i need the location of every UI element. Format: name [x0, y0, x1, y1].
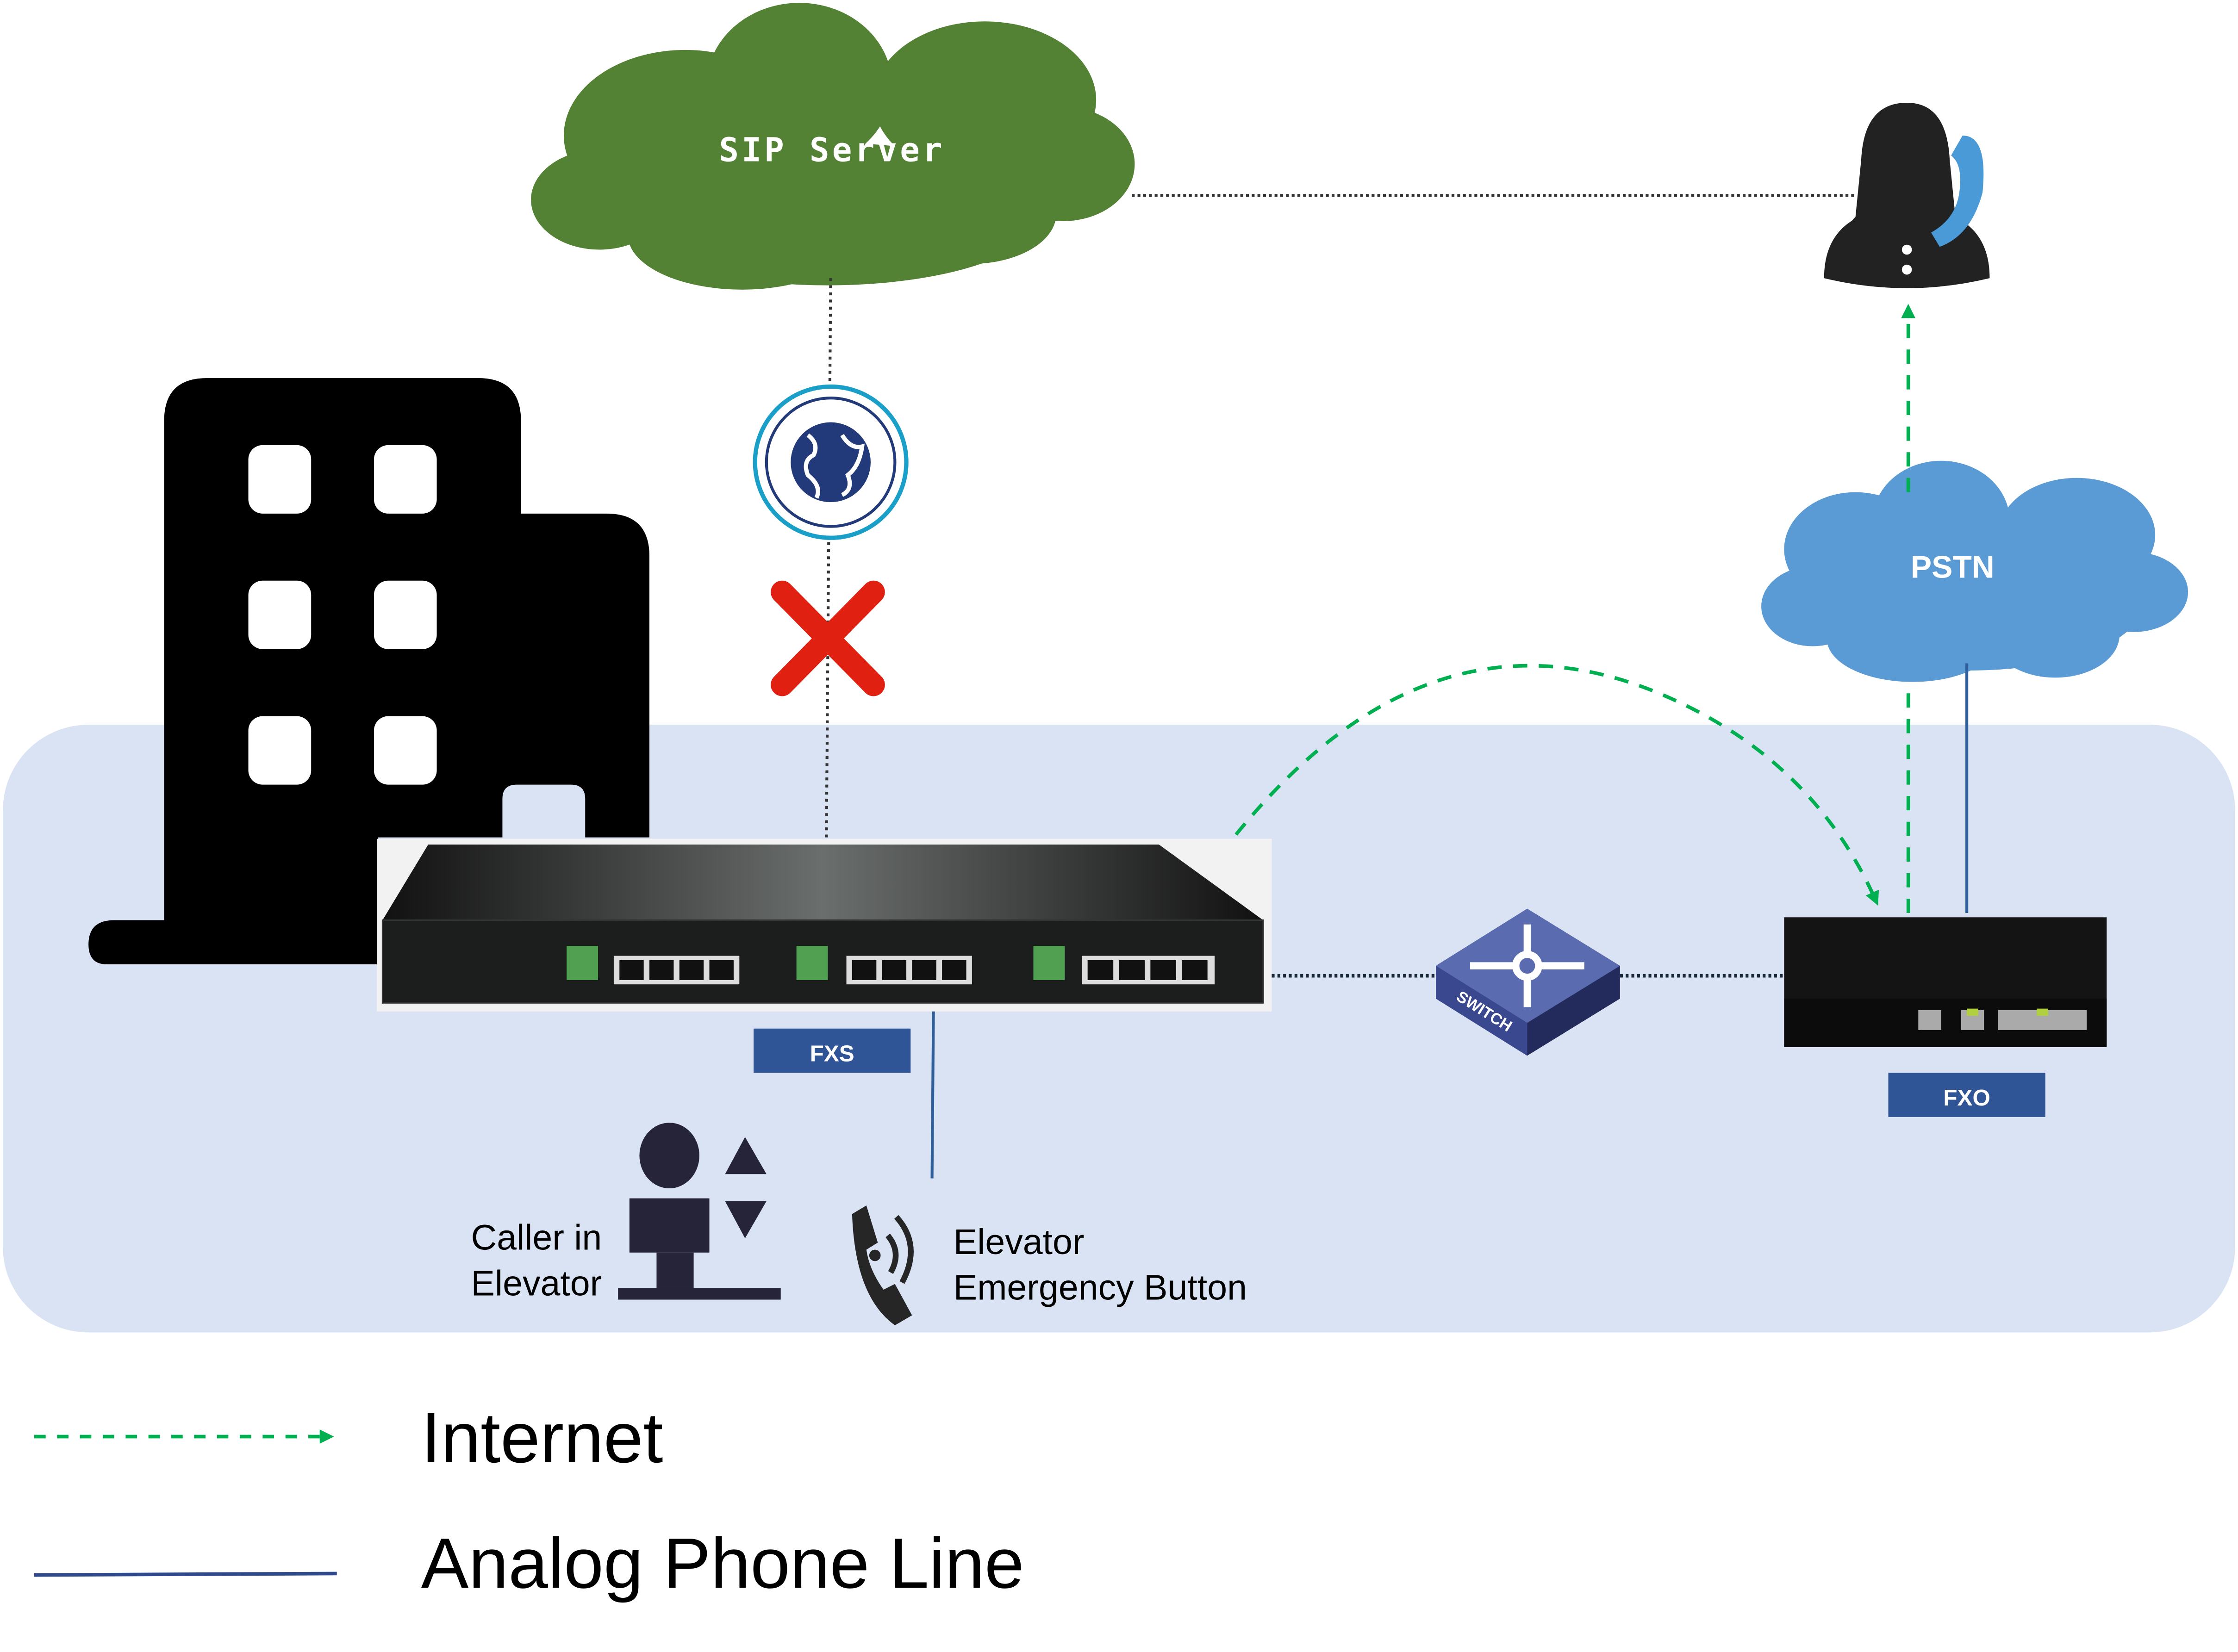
sip-server-label: SIP Server [719, 130, 945, 169]
x-mark-icon [771, 580, 885, 696]
operator-headset-icon [1824, 102, 1990, 288]
caller-label: Caller in Elevator [471, 1218, 612, 1304]
fxs-gateway-device[interactable] [377, 838, 1272, 1012]
fxs-label-box [754, 1028, 911, 1073]
legend: Internet Analog Phone Line [34, 1397, 1024, 1603]
legend-internet-label: Internet [421, 1397, 663, 1478]
pstn-cloud[interactable]: PSTN [1761, 460, 2188, 682]
ringing-phone-icon [852, 1205, 914, 1326]
emergency-label-line2: Emergency Button [954, 1268, 1247, 1308]
pstn-label: PSTN [1911, 550, 1995, 585]
legend-analog-swatch [34, 1571, 337, 1577]
sip-to-gateway-link [825, 278, 832, 838]
person-elevator-icon [618, 1123, 781, 1300]
fxo-label-box [1888, 1073, 2045, 1117]
internet-link-fxs-fxo [1234, 664, 1879, 906]
building-icon [88, 378, 650, 965]
caller-label-line1: Caller in [471, 1218, 602, 1258]
caller-label-line2: Elevator [471, 1263, 602, 1303]
fxo-label: FXO [1943, 1085, 1990, 1111]
emergency-label-line1: Elevator [954, 1222, 1085, 1262]
sip-server-cloud[interactable]: SIP Server [531, 3, 1135, 290]
fxs-label: FXS [810, 1041, 854, 1067]
fxo-gateway-device[interactable] [1784, 917, 2107, 1047]
network-switch-icon[interactable]: SWITCH [1436, 908, 1620, 1056]
legend-analog-label: Analog Phone Line [421, 1523, 1024, 1603]
globe-icon [753, 384, 909, 540]
analog-line-fxs-emergency [930, 1011, 935, 1179]
emergency-label: Elevator Emergency Button [954, 1222, 1247, 1308]
